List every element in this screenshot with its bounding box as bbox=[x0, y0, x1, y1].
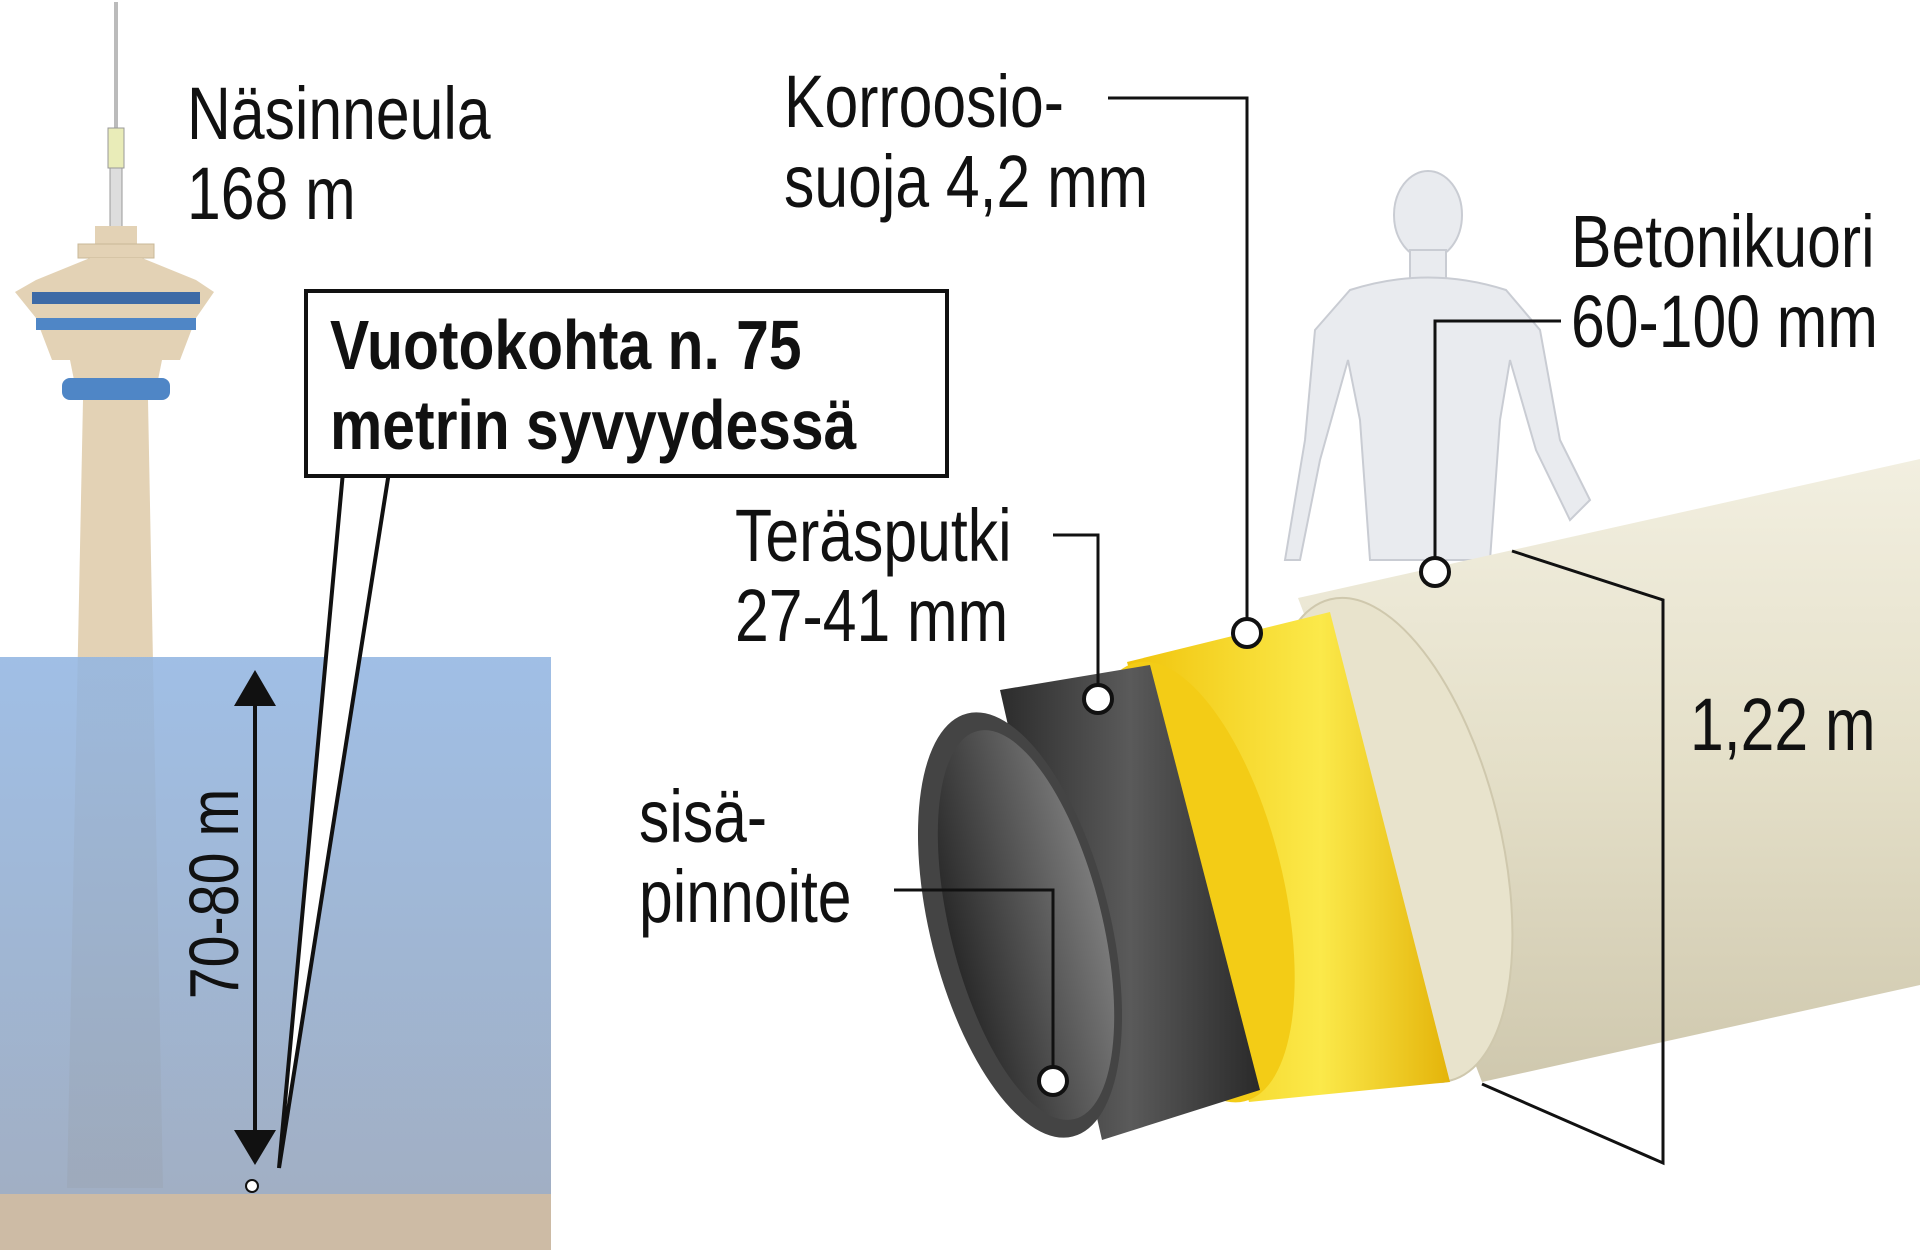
water-area bbox=[0, 657, 551, 1194]
leader-lines bbox=[894, 96, 1665, 1166]
inner-coating-label: sisä- pinnoite bbox=[639, 777, 852, 937]
callout-line1: Vuotokohta n. 75 bbox=[330, 306, 802, 384]
callout-line2: metrin syvyydessä bbox=[330, 386, 857, 464]
steel-label-line1: Teräsputki bbox=[735, 494, 1012, 577]
tower-height: 168 m bbox=[187, 152, 356, 235]
pipe-steel-layer bbox=[917, 665, 1260, 1140]
human-figure bbox=[1283, 170, 1592, 561]
diameter-label: 1,22 m bbox=[1690, 683, 1876, 766]
corrosion-label-line2: suoja 4,2 mm bbox=[784, 140, 1149, 223]
concrete-label-line1: Betonikuori bbox=[1571, 200, 1875, 283]
tower-label: Näsinneula 168 m bbox=[187, 74, 491, 234]
lake-bottom bbox=[0, 1194, 551, 1250]
leak-point-marker bbox=[245, 1179, 259, 1193]
leader-dots bbox=[1037, 556, 1451, 1097]
inner-label-line1: sisä- bbox=[639, 775, 768, 858]
corrosion-label-line1: Korroosio- bbox=[784, 60, 1064, 143]
tower-name: Näsinneula bbox=[187, 72, 491, 155]
inner-label-line2: pinnoite bbox=[639, 855, 852, 938]
concrete-label-line2: 60-100 mm bbox=[1571, 280, 1878, 363]
pipe-inner-coating bbox=[937, 730, 1115, 1120]
steel-label: Teräsputki 27-41 mm bbox=[735, 496, 1012, 656]
concrete-label: Betonikuori 60-100 mm bbox=[1571, 202, 1878, 362]
depth-arrow bbox=[234, 670, 276, 1165]
corrosion-label: Korroosio- suoja 4,2 mm bbox=[784, 62, 1148, 222]
leak-callout-box: Vuotokohta n. 75 metrin syvyydessä bbox=[304, 289, 949, 478]
depth-label: 70-80 m bbox=[175, 788, 253, 1000]
steel-label-line2: 27-41 mm bbox=[735, 574, 1009, 657]
